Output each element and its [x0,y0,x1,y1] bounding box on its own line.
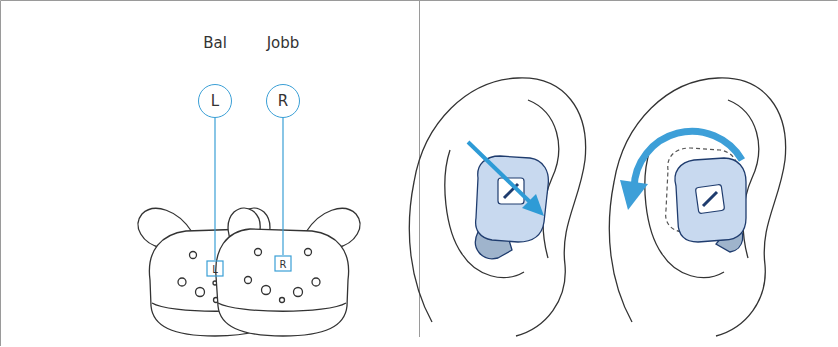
side-mark: L [212,264,218,275]
side-heading: Bal [203,34,227,52]
ear [409,78,585,336]
earbud-hole [305,249,312,256]
earbud-in-ear [475,156,548,259]
earbud-body [675,158,746,242]
earbud-hole [178,278,186,286]
earbud-hole [262,286,271,295]
callout-circle: L [198,84,232,118]
arrow-head [620,180,648,210]
earbud-rotated [666,148,746,252]
earbud-hole [312,278,320,286]
arrow-arc [634,131,742,188]
rotate-arrow [620,131,742,210]
earbud-right [216,208,360,336]
mark-bracket [275,256,291,271]
earbud-hole [280,298,285,303]
push-arrow [468,142,544,216]
divider [419,1,420,338]
mark-bracket [207,261,223,276]
leader-line [214,117,215,260]
callout-circle: R [266,84,300,118]
arrow-line [468,142,530,202]
ear-outline [609,78,785,336]
ear [609,78,785,336]
callout-node: JobbR [266,34,300,118]
earbud-body [216,229,349,336]
earbud-body [476,156,549,242]
side-mark: R [280,259,287,270]
earbud-hole [255,249,262,256]
arrow-head [522,194,544,216]
earbud-hole [196,288,205,297]
earbud-hole [294,288,303,297]
callout-letter: R [278,92,288,110]
earbud-hole [245,277,252,284]
leader-line [282,117,283,255]
callout-letter: L [211,92,219,110]
earbud-hole [190,252,197,259]
earbud-seam [218,303,346,311]
logo-square [695,184,724,213]
callout-node: BalL [198,34,232,118]
side-heading: Jobb [267,34,300,52]
ear-outline [409,78,585,336]
logo-mark [703,192,717,206]
